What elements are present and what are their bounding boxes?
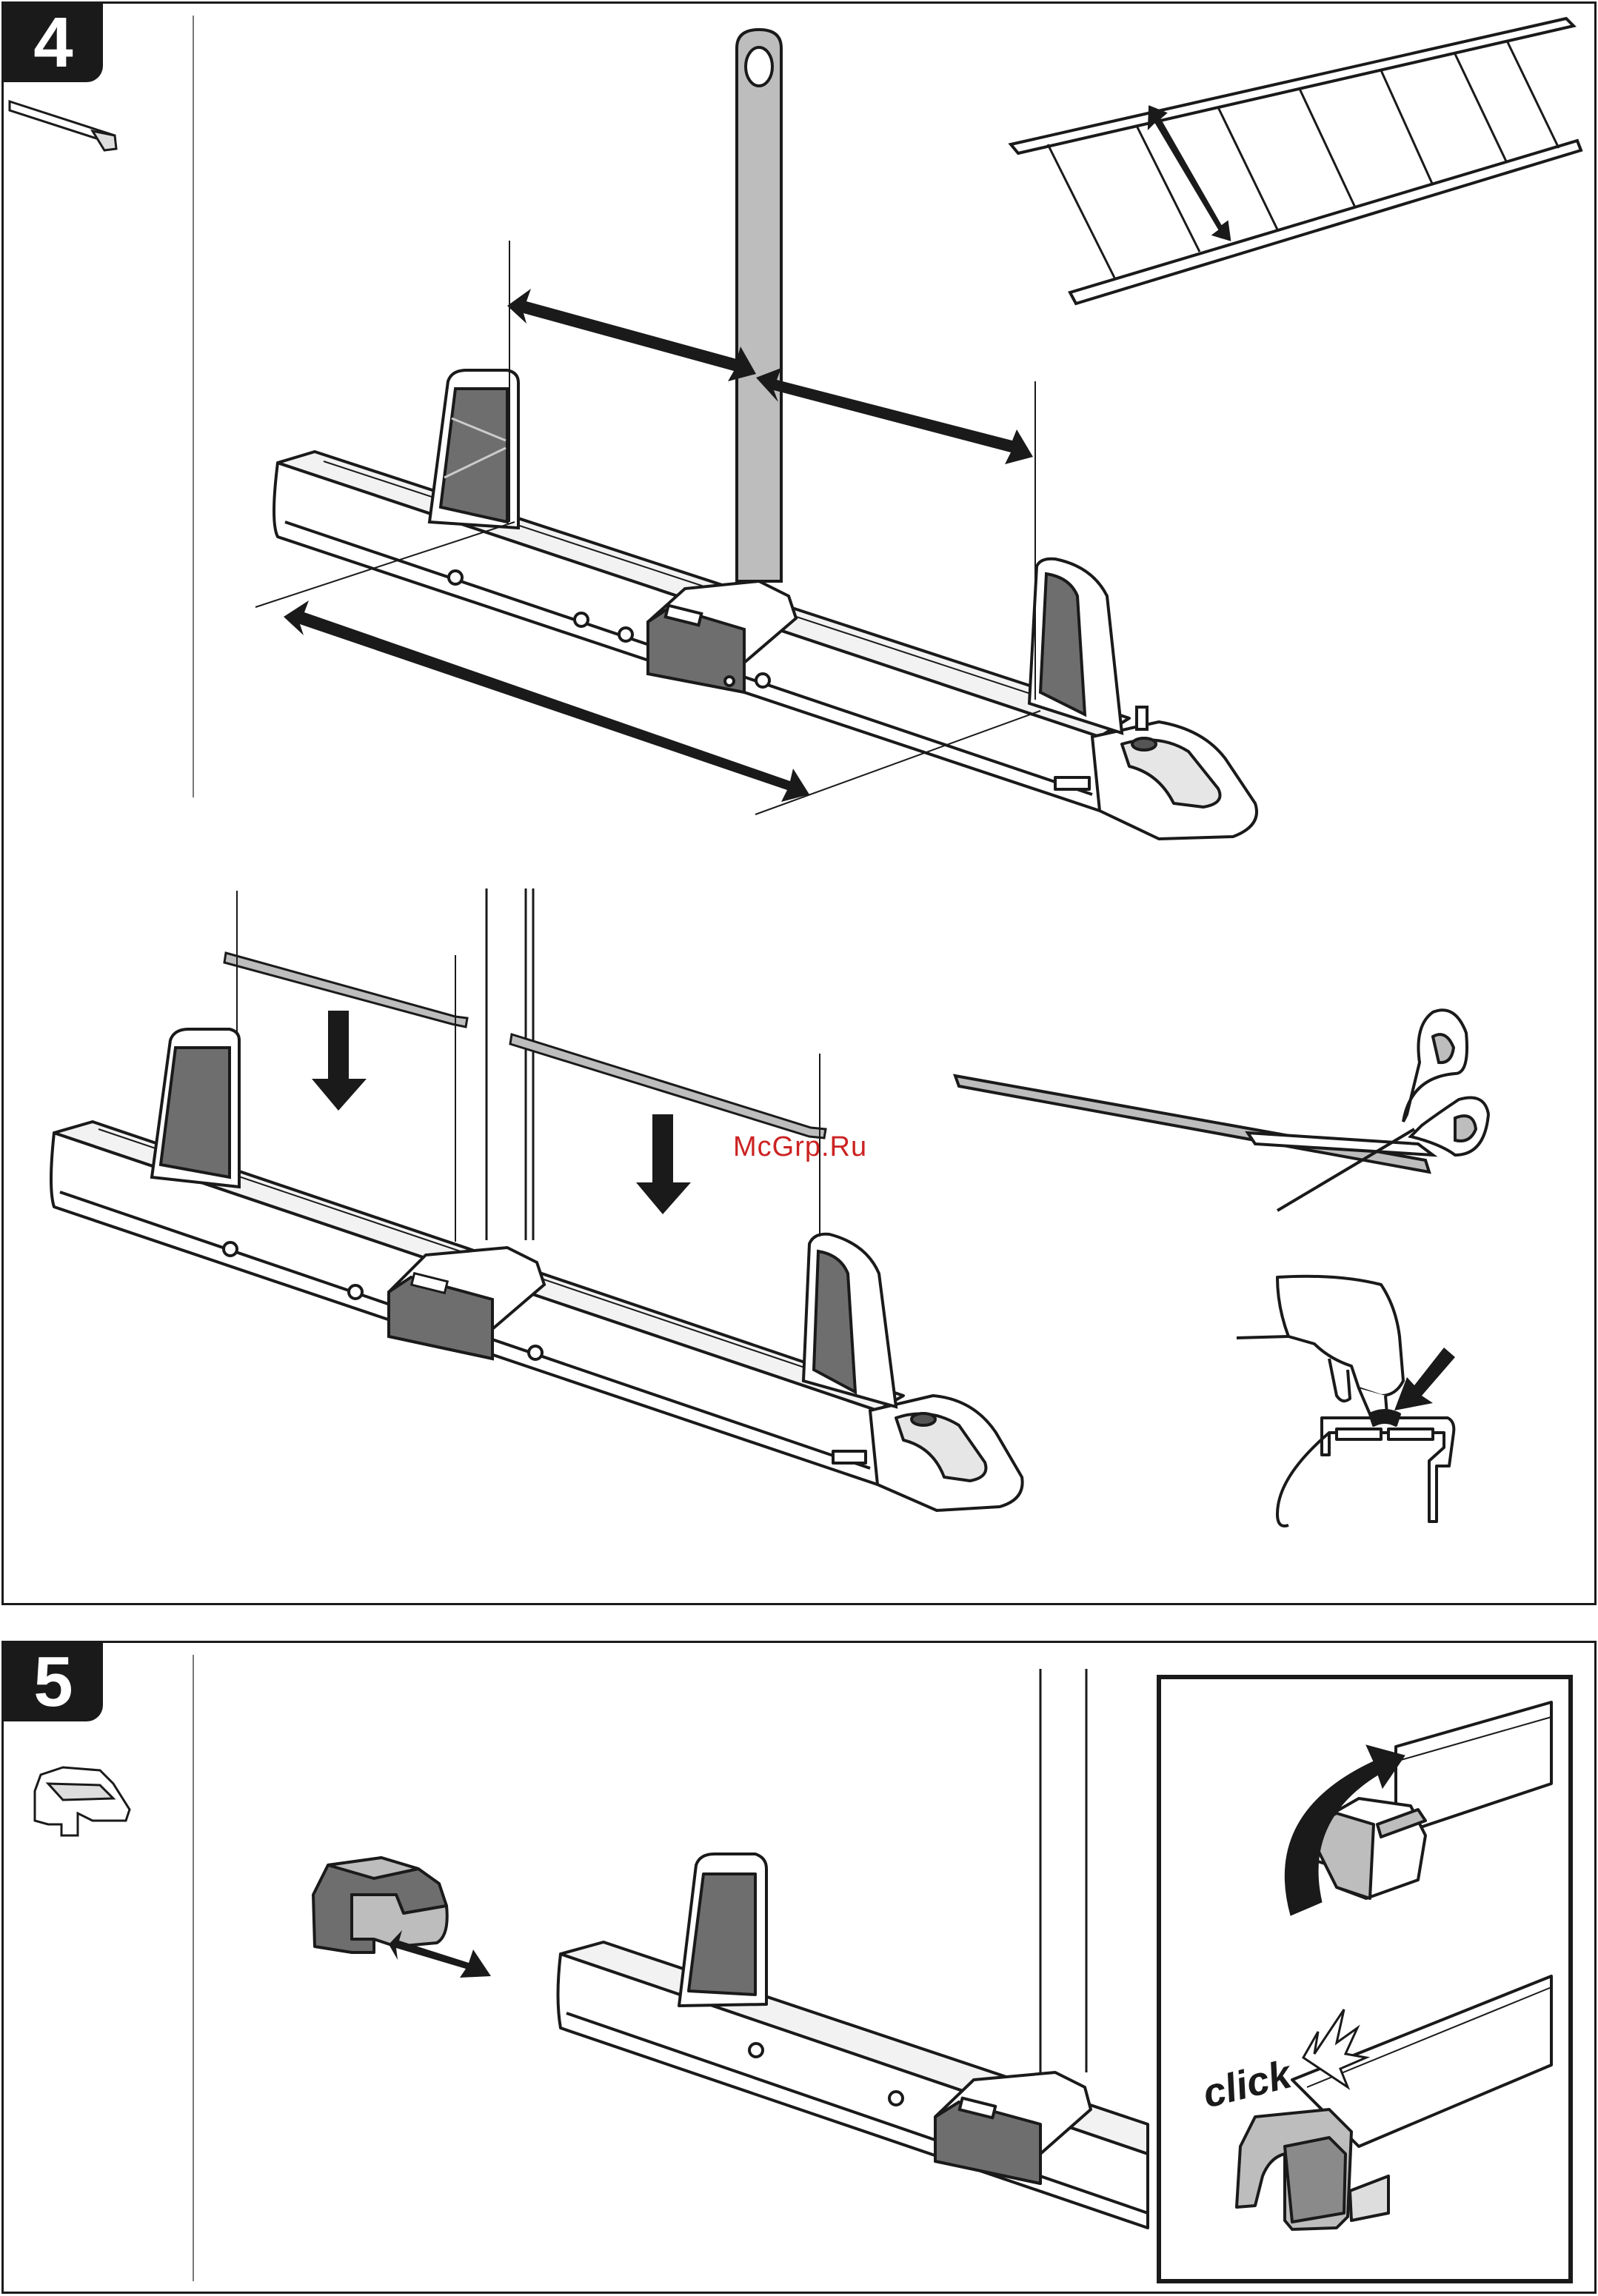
rail-strip-icon xyxy=(10,101,116,150)
stop-bracket-left xyxy=(429,370,518,528)
step-5-panel: 5 xyxy=(1,1641,1597,2294)
down-arrow-right xyxy=(636,1114,691,1214)
end-cap-part xyxy=(313,1858,447,1952)
double-arrow-right xyxy=(756,368,1033,464)
step-4-panel: 4 xyxy=(1,1,1597,1605)
stop-bracket-bottom-left xyxy=(152,1029,239,1187)
end-cap-icon xyxy=(35,1767,130,1835)
scissors-cutting-strip xyxy=(955,1010,1488,1211)
double-arrow-left xyxy=(507,289,756,381)
stop-bracket-bottom-right xyxy=(803,1234,896,1407)
step-5-illustration: click xyxy=(4,1643,1598,2296)
down-arrow-left xyxy=(312,1011,367,1111)
carrier-rail-step5 xyxy=(558,1669,1149,2228)
upright-post-bottom xyxy=(389,888,544,1359)
step-4-illustration xyxy=(4,4,1598,1607)
stop-bracket-right xyxy=(1029,559,1147,733)
hand-pressing-profile xyxy=(1237,1276,1455,1526)
watermark: McGrp.Ru xyxy=(733,1131,867,1163)
down-arrows xyxy=(312,1011,691,1214)
ladder-illustration xyxy=(1011,19,1581,304)
detail-inset: click xyxy=(1159,1677,1571,2281)
